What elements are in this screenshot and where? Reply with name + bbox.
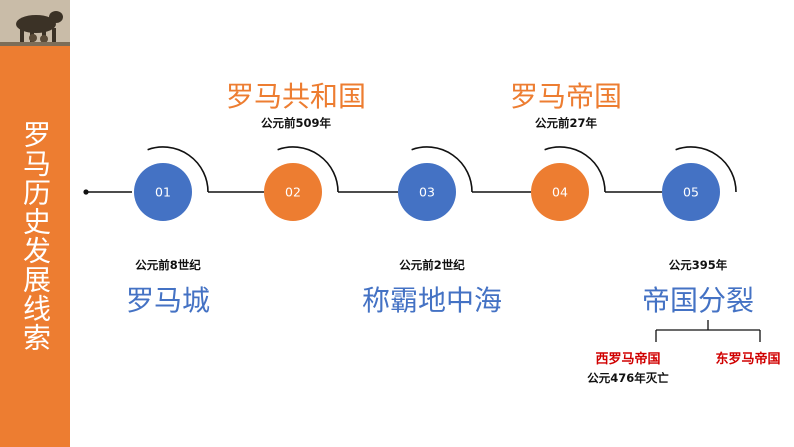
event-title: 罗马帝国 [509, 80, 623, 113]
page-title: 罗马历史发展线索 [19, 120, 52, 352]
event-title: 罗马城 [125, 284, 211, 317]
node-number: 03 [419, 185, 435, 200]
node-number: 05 [683, 185, 699, 200]
timeline-node [398, 163, 456, 221]
timeline-node [531, 163, 589, 221]
event-title: 帝国分裂 [641, 284, 755, 317]
event-title: 称霸地中海 [361, 284, 503, 317]
event-date: 公元前8世纪 [135, 258, 201, 272]
node-number: 01 [155, 185, 171, 200]
event-date: 公元395年 [668, 258, 728, 272]
timeline-node [134, 163, 192, 221]
event-title: 罗马共和国 [225, 80, 367, 113]
node-arc [411, 146, 473, 193]
node-arc [544, 146, 606, 193]
sidebar-title-wrap: 罗马历史发展线索 [0, 120, 70, 380]
timeline-node [264, 163, 322, 221]
west-empire-note: 公元476年灭亡 [587, 371, 669, 385]
event-date: 公元前2世纪 [399, 258, 465, 272]
timeline-node [662, 163, 720, 221]
node-arc [147, 146, 209, 193]
node-number: 02 [285, 185, 301, 200]
node-arc [277, 146, 339, 193]
sidebar: 罗马历史发展线索 [0, 0, 70, 447]
east-empire-label: 东罗马帝国 [715, 352, 781, 367]
event-date: 公元前27年 [534, 116, 598, 130]
sculpture-photo [0, 0, 70, 46]
node-arc [675, 146, 737, 193]
event-date: 公元前509年 [260, 116, 332, 130]
timeline-start-dot [83, 189, 89, 195]
node-number: 04 [552, 185, 568, 200]
west-empire-label: 西罗马帝国 [595, 352, 661, 367]
wolf-sculpture-icon [0, 0, 70, 46]
